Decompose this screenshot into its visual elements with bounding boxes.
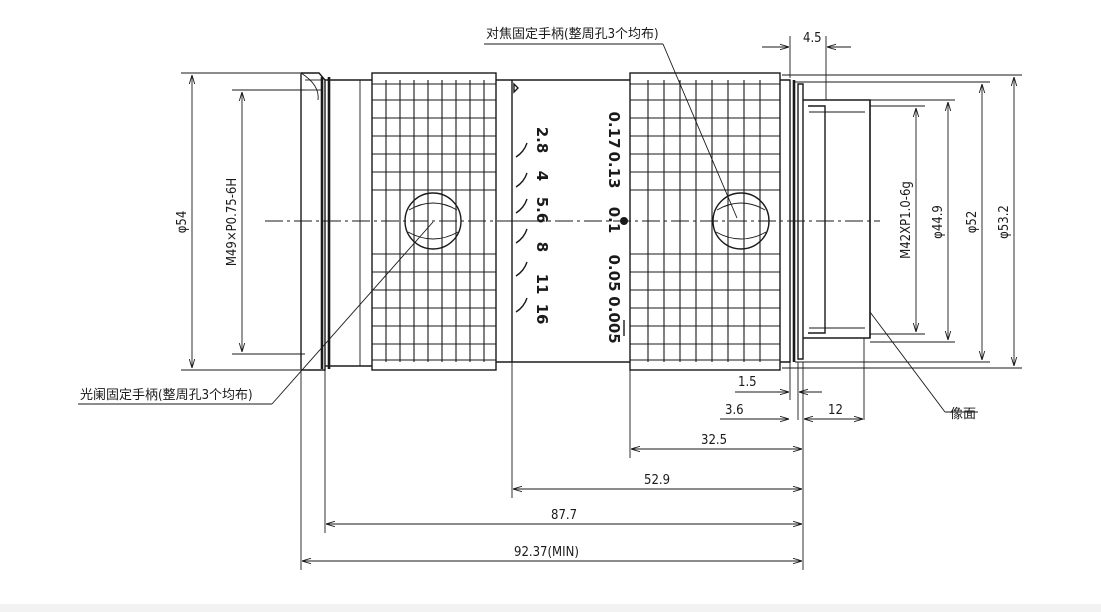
dim-1-5: 1.5	[738, 375, 757, 390]
aperture-2-8: 2.8	[533, 127, 551, 154]
dim-phi44-9: φ44.9	[931, 205, 946, 239]
aperture-11: 11	[533, 274, 551, 295]
dim-87-7: 87.7	[551, 508, 577, 523]
focus-handle-callout: 对焦固定手柄(整周孔3个均布)	[486, 27, 659, 42]
aperture-4: 4	[533, 171, 551, 181]
iris-handle-callout: 光阑固定手柄(整周孔3个均布)	[80, 388, 253, 403]
distance-0-05: 0.05	[605, 254, 623, 291]
dim-4-5: 4.5	[803, 31, 822, 46]
image-plane-label: 像面	[950, 407, 976, 422]
distance-0-005: 0.005	[605, 296, 623, 343]
labels: 对焦固定手柄(整周孔3个均布) 光阑固定手柄(整周孔3个均布) 像面 φ54 M…	[80, 27, 1012, 560]
dim-m49-thread: M49×P0.75-6H	[225, 178, 240, 266]
vertical-dimensions	[181, 72, 1022, 371]
dim-92-37: 92.37(MIN)	[514, 545, 579, 560]
distance-0-1: 0.1	[605, 207, 623, 234]
horizontal-dimensions	[300, 36, 865, 570]
dim-m42-thread: M42XP1.0-6g	[899, 181, 914, 259]
bottom-bar	[0, 604, 1101, 612]
dim-52-9: 52.9	[644, 473, 670, 488]
distance-0-17: 0.17	[605, 111, 623, 148]
aperture-8: 8	[533, 242, 551, 252]
leaders	[78, 43, 978, 413]
dim-phi52: φ52	[965, 211, 980, 234]
dim-3-6: 3.6	[725, 403, 744, 418]
lens-body	[300, 72, 871, 371]
dim-phi54: φ54	[175, 211, 190, 234]
aperture-5-6: 5.6	[533, 197, 551, 224]
aperture-16: 16	[533, 304, 551, 325]
dim-32-5: 32.5	[701, 433, 727, 448]
distance-0-13: 0.13	[605, 151, 623, 188]
dim-phi53-2: φ53.2	[997, 205, 1012, 239]
dim-12: 12	[828, 403, 843, 418]
